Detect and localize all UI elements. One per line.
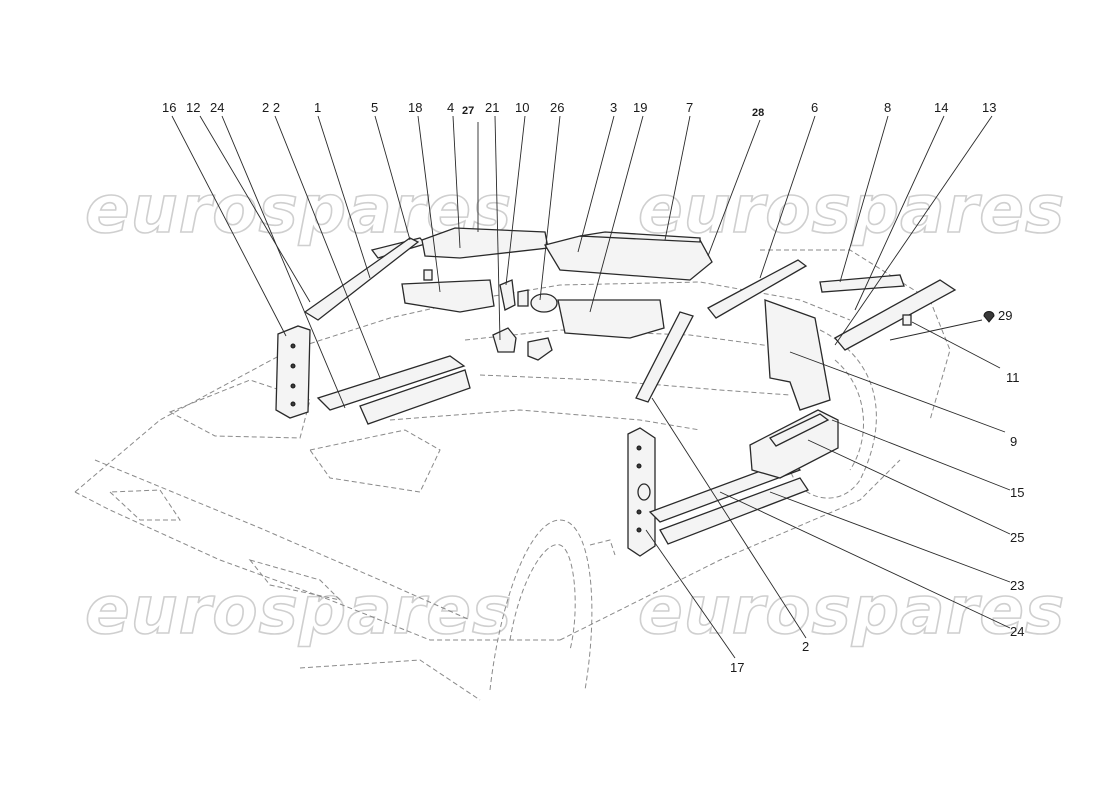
- callout-18: 18: [408, 100, 422, 115]
- part-sill-cover-right: [659, 477, 809, 545]
- watermark-bottom-right: eurospares: [638, 572, 1065, 649]
- watermark-bottom-left: eurospares: [85, 572, 512, 649]
- callout-24-right: 24: [1010, 624, 1024, 639]
- callout-2: 2: [802, 639, 809, 654]
- part-sun-visor-left: [401, 279, 495, 313]
- callout-7: 7: [686, 100, 693, 115]
- part-coat-hook: [499, 279, 516, 311]
- part-b-pillar-lower: [635, 311, 694, 403]
- callout-29: 29: [998, 308, 1012, 323]
- parts: [275, 227, 995, 557]
- callout-10: 10: [515, 100, 529, 115]
- part-headliner-rear: [543, 235, 713, 281]
- part-headliner-front: [421, 227, 549, 259]
- part-mirror: [530, 293, 558, 313]
- callout-26: 26: [550, 100, 564, 115]
- callout-24-left: 24: [210, 100, 224, 115]
- callout-13: 13: [982, 100, 996, 115]
- callout-3: 3: [610, 100, 617, 115]
- callout-28: 28: [752, 107, 764, 119]
- callout-11: 11: [1006, 370, 1020, 385]
- callout-25: 25: [1010, 530, 1024, 545]
- part-sun-visor-right: [557, 299, 665, 339]
- callout-21: 21: [485, 100, 499, 115]
- part-clip-b: [527, 337, 553, 361]
- callout-27: 27: [462, 105, 474, 117]
- callout-16: 16: [162, 100, 176, 115]
- callout-5: 5: [371, 100, 378, 115]
- callout-12: 12: [186, 100, 200, 115]
- callouts: 16 12 24 2 2 1 5 18 4 27 21 10 26 3 19 7…: [162, 100, 1024, 675]
- callout-19: 19: [633, 100, 647, 115]
- part-rear-quarter-trim: [833, 279, 957, 351]
- part-sill-cover-left: [359, 369, 471, 425]
- callout-15: 15: [1010, 485, 1024, 500]
- part-visor-clip-left: [423, 269, 433, 281]
- part-door-sill-right: [648, 459, 802, 523]
- part-seat-frame: [749, 409, 839, 479]
- part-seat-frame-slot: [769, 413, 830, 447]
- callout-17: 17: [730, 660, 744, 675]
- callout-4: 4: [447, 100, 454, 115]
- part-a-pillar-trim: [303, 237, 420, 321]
- part-headliner-rear-top: [579, 231, 701, 243]
- part-screw-29: [983, 311, 995, 323]
- callout-8: 8: [884, 100, 891, 115]
- leader-lines: [171, 115, 1011, 659]
- callout-14: 14: [934, 100, 948, 115]
- watermark-top-right: eurospares: [638, 171, 1065, 248]
- callout-1: 1: [314, 100, 321, 115]
- watermarks: eurospares eurospares eurospares eurospa…: [84, 170, 1065, 650]
- part-mirror-bracket: [517, 289, 529, 307]
- part-rear-rail-top: [819, 274, 905, 293]
- part-b-pillar-trim: [707, 259, 808, 319]
- part-bracket-11: [902, 314, 912, 326]
- callout-9: 9: [1010, 434, 1017, 449]
- part-door-sill-left: [316, 355, 466, 411]
- part-clip-a: [492, 327, 517, 353]
- callout-22: 2 2: [262, 100, 280, 115]
- callout-6: 6: [811, 100, 818, 115]
- callout-23: 23: [1010, 578, 1024, 593]
- part-front-pillar-left: [275, 325, 311, 419]
